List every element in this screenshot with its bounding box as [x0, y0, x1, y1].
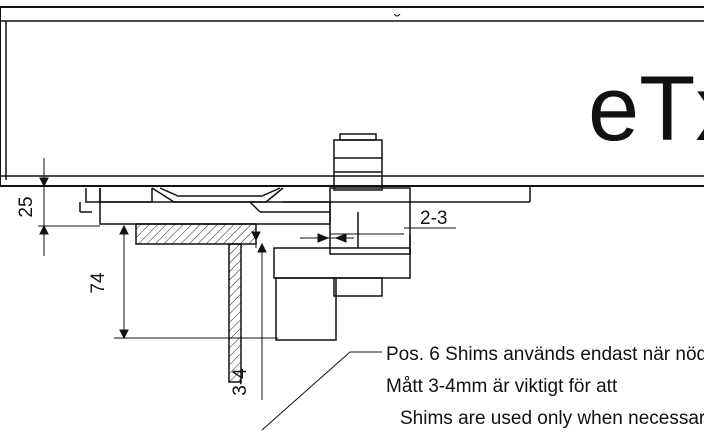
shim-plate: [135, 223, 257, 245]
mounting-plate: [79, 186, 531, 213]
dimension-2-3: [300, 227, 456, 243]
beam-profile: [0, 6, 704, 187]
note-line-2: Mått 3-4mm är viktigt för att: [386, 376, 618, 397]
note-line-3: Shims are used only when necessary.: [400, 408, 704, 429]
dimension-label-3-4: 3-4: [230, 368, 251, 396]
dimension-label-2-3: 2-3: [420, 208, 447, 229]
dimension-label-25: 25: [16, 196, 37, 217]
logo-text: eTx: [588, 58, 704, 160]
dimension-label-74: 74: [88, 272, 109, 294]
dimension-25: [38, 158, 100, 256]
note-line-1: Pos. 6 Shims används endast när nödvändi…: [386, 344, 704, 365]
vertical-plate: [228, 243, 242, 383]
dimension-3-4: [251, 224, 267, 400]
dimension-74: [114, 224, 278, 340]
bolt-assembly: [273, 133, 411, 341]
bracket-plate: [99, 201, 331, 225]
note-leader-line: [261, 351, 382, 431]
